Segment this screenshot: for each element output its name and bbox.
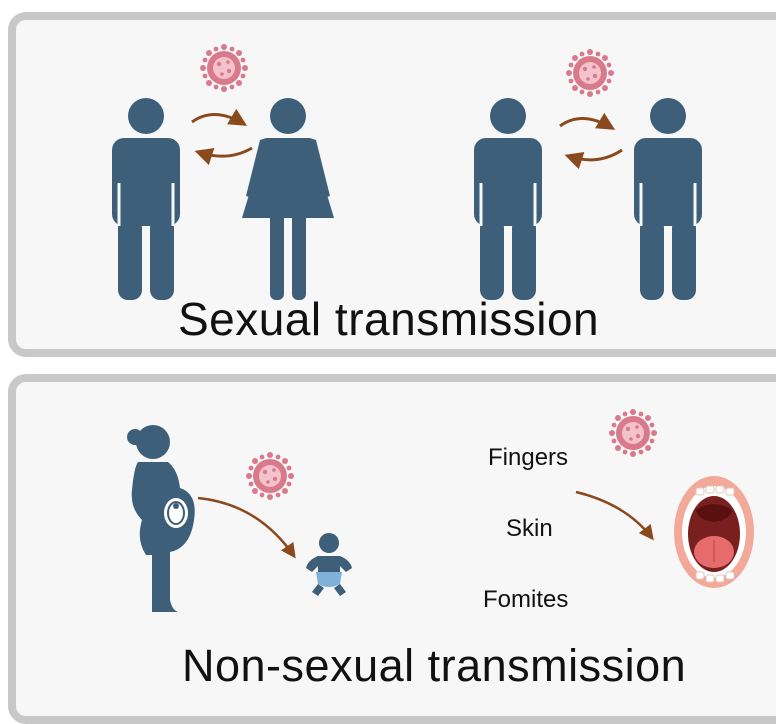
virus-icon xyxy=(246,452,294,500)
sexual-transmission-title: Sexual transmission xyxy=(178,292,599,346)
baby-icon xyxy=(306,533,352,596)
route-label-skin: Skin xyxy=(506,515,553,543)
arrow-to-mouth xyxy=(576,492,652,538)
non-sexual-transmission-title: Non-sexual transmission xyxy=(182,640,686,692)
male-icon xyxy=(634,98,702,300)
arrow-right xyxy=(560,118,612,128)
route-label-fingers: Fingers xyxy=(488,444,568,472)
virus-icon xyxy=(609,409,657,457)
male-icon xyxy=(112,98,180,300)
pregnant-woman-icon xyxy=(127,425,195,612)
arrow-to-baby xyxy=(198,498,294,556)
arrow-left xyxy=(568,150,622,160)
virus-icon xyxy=(200,44,248,92)
virus-icon xyxy=(566,49,614,97)
female-icon xyxy=(242,98,334,300)
arrow-right xyxy=(192,114,244,124)
arrow-left xyxy=(198,148,252,156)
route-label-fomites: Fomites xyxy=(483,586,568,614)
male-icon xyxy=(474,98,542,300)
open-mouth-icon xyxy=(674,476,754,588)
